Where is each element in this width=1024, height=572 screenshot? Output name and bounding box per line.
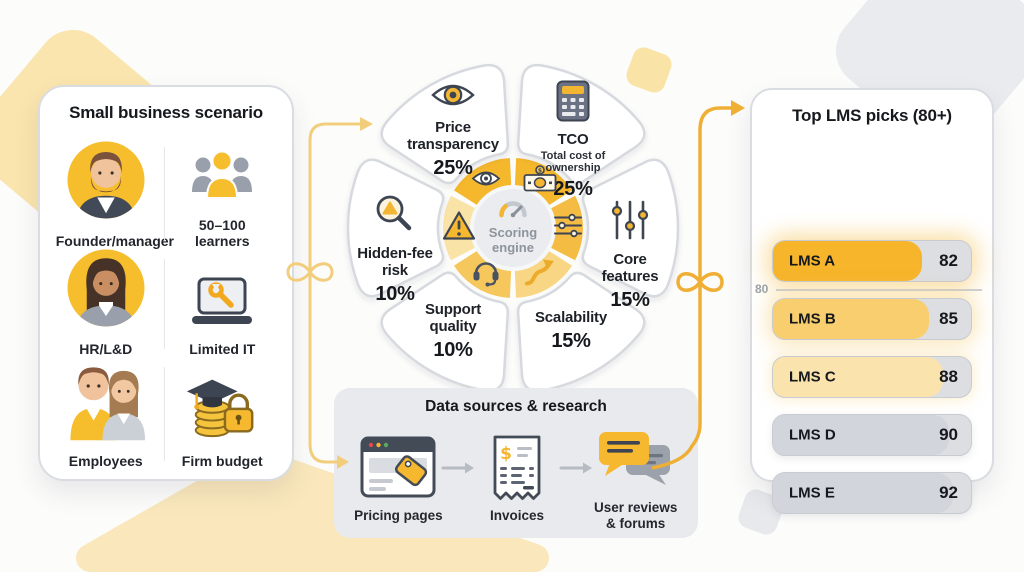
row-divider [163,147,165,241]
row-divider [163,259,165,349]
row-divider [163,367,165,461]
scenario-item-label: 50–100 learners [195,216,250,249]
chat-bubbles-icon [596,426,676,494]
bar-label: LMS C [789,368,836,386]
lms-score-bar: LMS D 90 [772,414,972,456]
bar-fill [773,241,922,281]
scenario-item-label: Firm budget [181,452,263,469]
bar-fill [773,357,944,397]
results-card: Top LMS picks (80+) LMS A 82 80 LMS B 85… [750,88,994,514]
lms-score-bar: LMS B 85 [772,298,972,340]
data-sources-panel: Data sources & research [334,388,698,538]
threshold-line [776,289,982,291]
lms-score-bar: LMS E 92 [772,472,972,514]
bar-fill [773,299,930,339]
scenario-item-budget: Firm budget [167,359,279,469]
flow-arrow-icon [559,461,593,480]
results-title: Top LMS picks (80+) [792,106,952,125]
source-label: User reviews & forums [594,500,678,531]
source-pricing-pages: Pricing pages [350,434,447,524]
scoring-engine-label: Scoring engine [488,225,538,255]
data-sources-items: Pricing pages $ [350,426,684,531]
flow-arrow-icon [441,461,475,480]
bar-label: LMS D [789,426,836,444]
data-sources-title: Data sources & research [425,398,607,415]
scenario-item-hr: HR/L&D [50,249,162,357]
source-label: Pricing pages [354,507,443,523]
gauge-icon [499,201,527,218]
bar-score: 88 [939,367,958,386]
bar-label: LMS B [789,310,836,328]
scenario-item-label: Founder/manager [55,232,174,249]
scenario-item-learners: 50–100 learners [167,139,279,249]
bar-score: 85 [939,309,958,328]
bar-label: LMS E [789,484,835,502]
founder-avatar-icon [64,138,148,227]
laptop-wrench-icon [189,276,255,335]
threshold-label: 80 [755,282,769,296]
scenario-title: Small business scenario [69,103,263,122]
source-user-reviews: User reviews & forums [587,426,684,531]
scenario-item-label: Employees [68,452,143,469]
scenario-card: Small business scenario [38,85,294,481]
scenario-item-it: Limited IT [167,251,279,357]
bar-score: 90 [939,425,958,444]
invoice-receipt-icon: $ [490,434,544,502]
lms-score-bar: LMS A 82 [772,240,972,282]
learners-group-icon [189,148,255,211]
scenario-item-label: HR/L&D [79,340,133,357]
hr-avatar-icon [64,246,148,335]
scenario-item-employees: Employees [50,359,162,469]
grad-cap-coins-lock-icon [183,366,261,447]
employees-pair-icon [63,362,149,447]
bar-fill [773,415,950,455]
bar-label: LMS A [789,252,836,270]
bar-score: 82 [939,251,958,270]
scenario-row: Employees [50,359,278,469]
svg-text:$: $ [500,444,512,464]
lms-score-bar: LMS C 88 [772,356,972,398]
scenario-row: Founder/manager 50–100 learners [50,139,278,249]
source-invoices: $ Invoices [469,434,566,524]
scenario-item-founder: Founder/manager [50,138,174,249]
bar-score: 92 [939,483,958,502]
source-label: Invoices [489,507,545,523]
browser-price-tag-icon [360,434,436,502]
scenario-item-label: Limited IT [189,340,256,357]
bar-fill [773,473,954,513]
scenario-row: HR/L&D Limited IT [50,249,279,357]
